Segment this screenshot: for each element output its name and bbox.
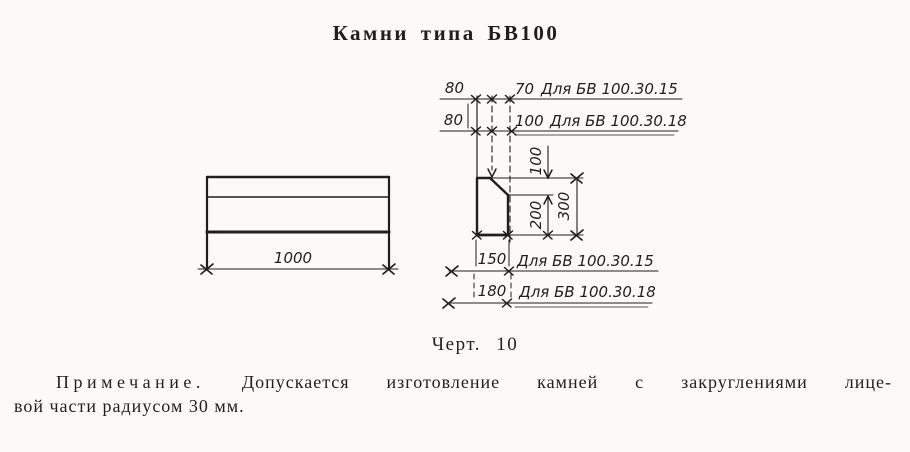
note-text-line2: вой части радиусом 30 мм. (14, 396, 245, 416)
dim-label-length: 1000 (274, 249, 312, 267)
dim-label-height-upper: 100 (527, 147, 545, 176)
dim-label-top-offset-2: 80 (444, 111, 463, 129)
dim-note-bottom-2: Для БВ 100.30.18 (518, 283, 656, 301)
dim-label-top-width-2: 100 (515, 112, 544, 130)
section-extension-lines (476, 95, 511, 244)
note-text-line1: Примечание. Допускается изготовление кам… (14, 373, 892, 391)
chamfer-line (488, 176, 510, 197)
note-body: Допускается изготовление камней с закруг… (241, 372, 892, 392)
section-profile (475, 176, 510, 237)
dim-note-variant-1: Для БВ 100.30.15 (540, 80, 678, 98)
dim-label-bottom-width-2: 180 (478, 282, 507, 300)
section-bottom-dimensions: 150 Для БВ 100.30.15 180 Для БВ 100.30.1… (442, 230, 659, 309)
dim-label-bottom-width-1: 150 (478, 250, 507, 268)
drawing-caption: Черт. 10 (431, 334, 519, 355)
dim-note-variant-2: Для БВ 100.30.18 (549, 112, 687, 130)
elevation-view: 1000 (197, 175, 399, 275)
dim-label-height-lower: 200 (527, 201, 545, 230)
section-top-dimensions: 80 70 Для БВ 100.30.15 80 100 Для БВ 100… (439, 79, 687, 136)
dim-label-top-width-1: 70 (515, 80, 534, 98)
note-label: Примечание. (56, 372, 205, 392)
figure-title: Камни типа БВ100 (332, 21, 560, 45)
section-height-dimensions: 100 200 300 (489, 145, 584, 241)
dim-note-bottom-1: Для БВ 100.30.15 (516, 252, 654, 270)
dim-label-top-offset-1: 80 (445, 79, 464, 97)
dim-label-height-total: 300 (555, 192, 573, 221)
section-view: 80 70 Для БВ 100.30.15 80 100 Для БВ 100… (439, 79, 687, 309)
